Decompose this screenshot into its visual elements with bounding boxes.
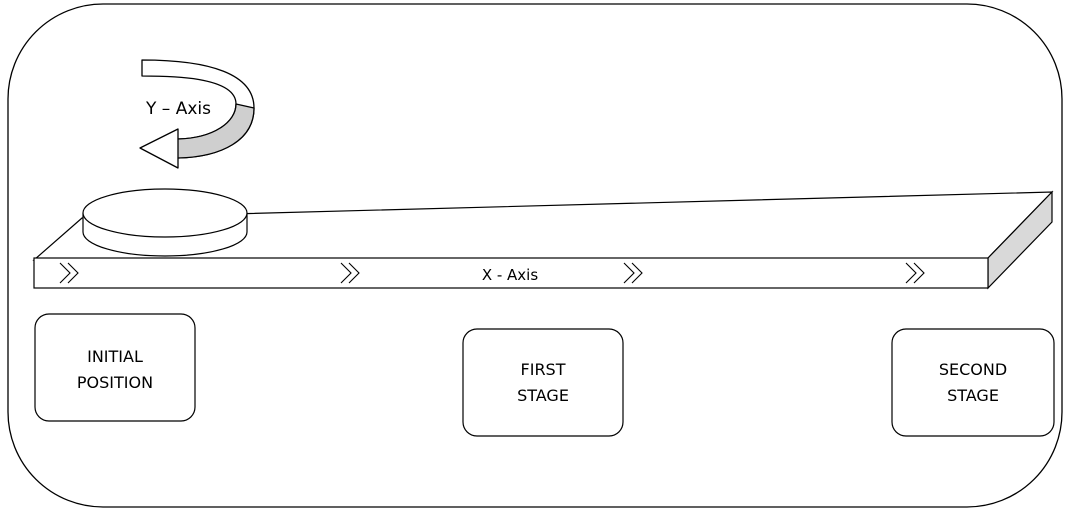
stage-label-line1: SECOND	[939, 360, 1007, 379]
y-axis-label: Y – Axis	[145, 99, 211, 119]
stage-label-line1: FIRST	[521, 360, 566, 379]
stage-box-second-stage: SECOND STAGE	[892, 329, 1054, 436]
stage-box-initial-position: INITIAL POSITION	[35, 314, 195, 421]
stage-label-line2: STAGE	[517, 386, 569, 405]
x-axis-label: X - Axis	[482, 266, 539, 284]
stage-label-line2: STAGE	[947, 386, 999, 405]
stage-box-first-stage: FIRST STAGE	[463, 329, 623, 436]
stage-label-line1: INITIAL	[87, 347, 143, 366]
rotary-disc	[83, 189, 247, 256]
stage-label-line2: POSITION	[77, 373, 153, 392]
